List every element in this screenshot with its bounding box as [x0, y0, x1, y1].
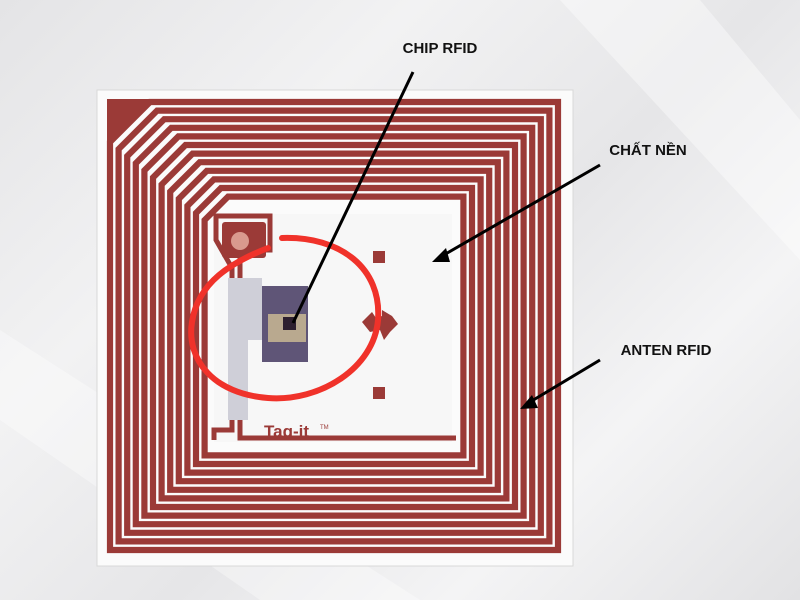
background-streak: [560, 0, 800, 260]
label-substrate: CHẤT NỀN: [609, 142, 687, 159]
alignment-mark: [373, 387, 385, 399]
coil-turn: [201, 193, 467, 459]
substrate-arrowhead: [432, 248, 450, 262]
coil-turn: [167, 159, 501, 493]
alignment-mark: [373, 251, 385, 263]
chip-highlight-circle: [188, 234, 382, 402]
coil-turn: [106, 98, 562, 554]
bridge-pad-mark: [231, 232, 249, 250]
chip-pointer-line: [291, 71, 415, 324]
coil-turn: [175, 167, 493, 485]
coil-turn: [141, 133, 527, 519]
coil-turn: [149, 141, 519, 511]
antenna-arrow: [529, 358, 601, 404]
tag-trademark: TM: [320, 425, 329, 431]
tag-brand: Tag-it: [264, 422, 309, 441]
antenna-arrowhead: [520, 395, 538, 409]
coil-turn: [132, 124, 536, 528]
coil-turn: [158, 150, 510, 502]
coil-turn: [184, 176, 484, 476]
coil-turn: [192, 184, 476, 468]
coil-turn: [124, 116, 544, 536]
substrate-arrow: [441, 163, 601, 258]
coil-corner-pad: [107, 99, 150, 142]
coil-turn: [115, 107, 553, 545]
label-chip-rfid: CHIP RFID: [402, 40, 478, 57]
label-antenna-rfid: ANTEN RFID: [620, 342, 712, 359]
antenna-coil: [106, 98, 562, 554]
